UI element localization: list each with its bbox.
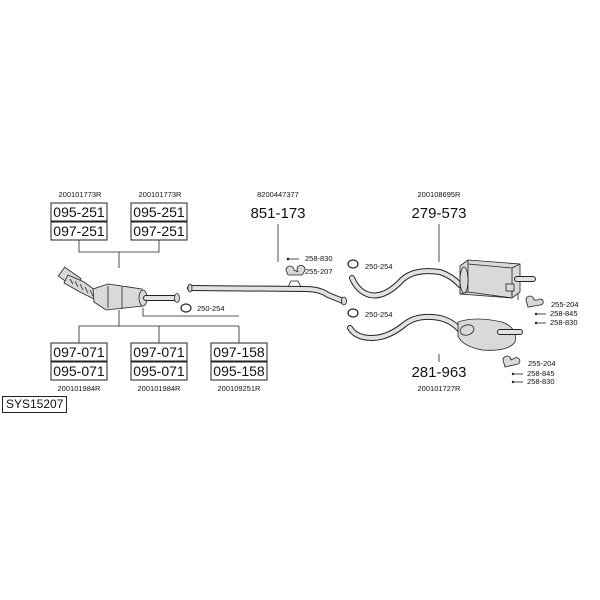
part-number: 095-071	[133, 363, 185, 379]
hanger-bracket	[287, 280, 302, 288]
part-number: 097-251	[133, 223, 185, 239]
clamp-250-254-left: 250-254	[180, 303, 225, 313]
rubber-hanger-icon	[525, 295, 544, 308]
part-number: 258-830	[550, 318, 578, 327]
part-number-box	[210, 342, 268, 362]
ref-number: 200101984R	[138, 384, 182, 393]
part-number: 095-071	[53, 363, 105, 379]
rear-silencer-top-group: 200108695R 279-573 250-254 255-204 258-8…	[347, 190, 579, 327]
part-number: 279-573	[411, 205, 466, 222]
part-number: 250-254	[365, 310, 393, 319]
converter-seams	[107, 286, 123, 309]
part-number: 255-204	[528, 359, 556, 368]
part-number-box	[130, 361, 188, 381]
middle-pipe-group: 8200447377 851-173 258-830 255-207	[187, 190, 347, 306]
part-number: 095-251	[133, 204, 185, 220]
rubber-hanger-icon	[502, 355, 521, 368]
part-number: 258-830	[527, 377, 555, 386]
outlet-flange	[174, 293, 180, 303]
leader-line	[78, 308, 240, 343]
part-number: 255-204	[551, 300, 579, 309]
part-number: 281-963	[411, 364, 466, 381]
part-number-box	[50, 361, 108, 381]
part-number: 258-830	[305, 254, 333, 263]
part-number-box	[50, 342, 108, 362]
ref-number: 200101773R	[59, 190, 103, 199]
catalytic-converter-drawing	[57, 266, 180, 311]
flex-pipe-ribs	[69, 278, 94, 297]
part-number: 250-254	[197, 304, 225, 313]
diagram-id-label: SYS15207	[2, 396, 68, 413]
ref-number: 200101984R	[58, 384, 102, 393]
part-number: 255-207	[305, 267, 333, 276]
clamp-icon	[347, 308, 359, 318]
ref-number: 200108695R	[418, 190, 462, 199]
part-number-box	[210, 361, 268, 381]
part-number: 258-845	[550, 309, 578, 318]
clamp-icon	[347, 259, 359, 269]
clamp-icon	[180, 303, 192, 313]
left-top-group: 200101773R 200101773R 095-251 097-251 09…	[50, 190, 188, 268]
rubber-hanger-icon	[285, 264, 306, 276]
leader-line	[78, 240, 160, 268]
ref-number: 200101773R	[139, 190, 183, 199]
part-number-box	[50, 202, 108, 222]
ref-number: 200101727R	[418, 384, 462, 393]
rear-silencer-bottom-group: 250-254 281-963 200101727R 255-204 258-8…	[347, 308, 556, 393]
part-number: 097-158	[213, 344, 265, 360]
part-number: 097-071	[133, 344, 185, 360]
part-number: 851-173	[250, 205, 305, 222]
part-number: 097-071	[53, 344, 105, 360]
part-number-box	[130, 342, 188, 362]
part-number-box	[130, 202, 188, 222]
ref-number: 200109251R	[218, 384, 262, 393]
part-number: 095-158	[213, 363, 265, 379]
part-number: 250-254	[365, 262, 393, 271]
converter-body	[92, 283, 147, 311]
left-bottom-group: 097-071 095-071 097-071 095-071 097-158 …	[50, 308, 268, 393]
part-number: 095-251	[53, 204, 105, 220]
part-number: 258-845	[527, 369, 555, 378]
ref-number: 8200447377	[257, 190, 299, 199]
part-number: 097-251	[53, 223, 105, 239]
